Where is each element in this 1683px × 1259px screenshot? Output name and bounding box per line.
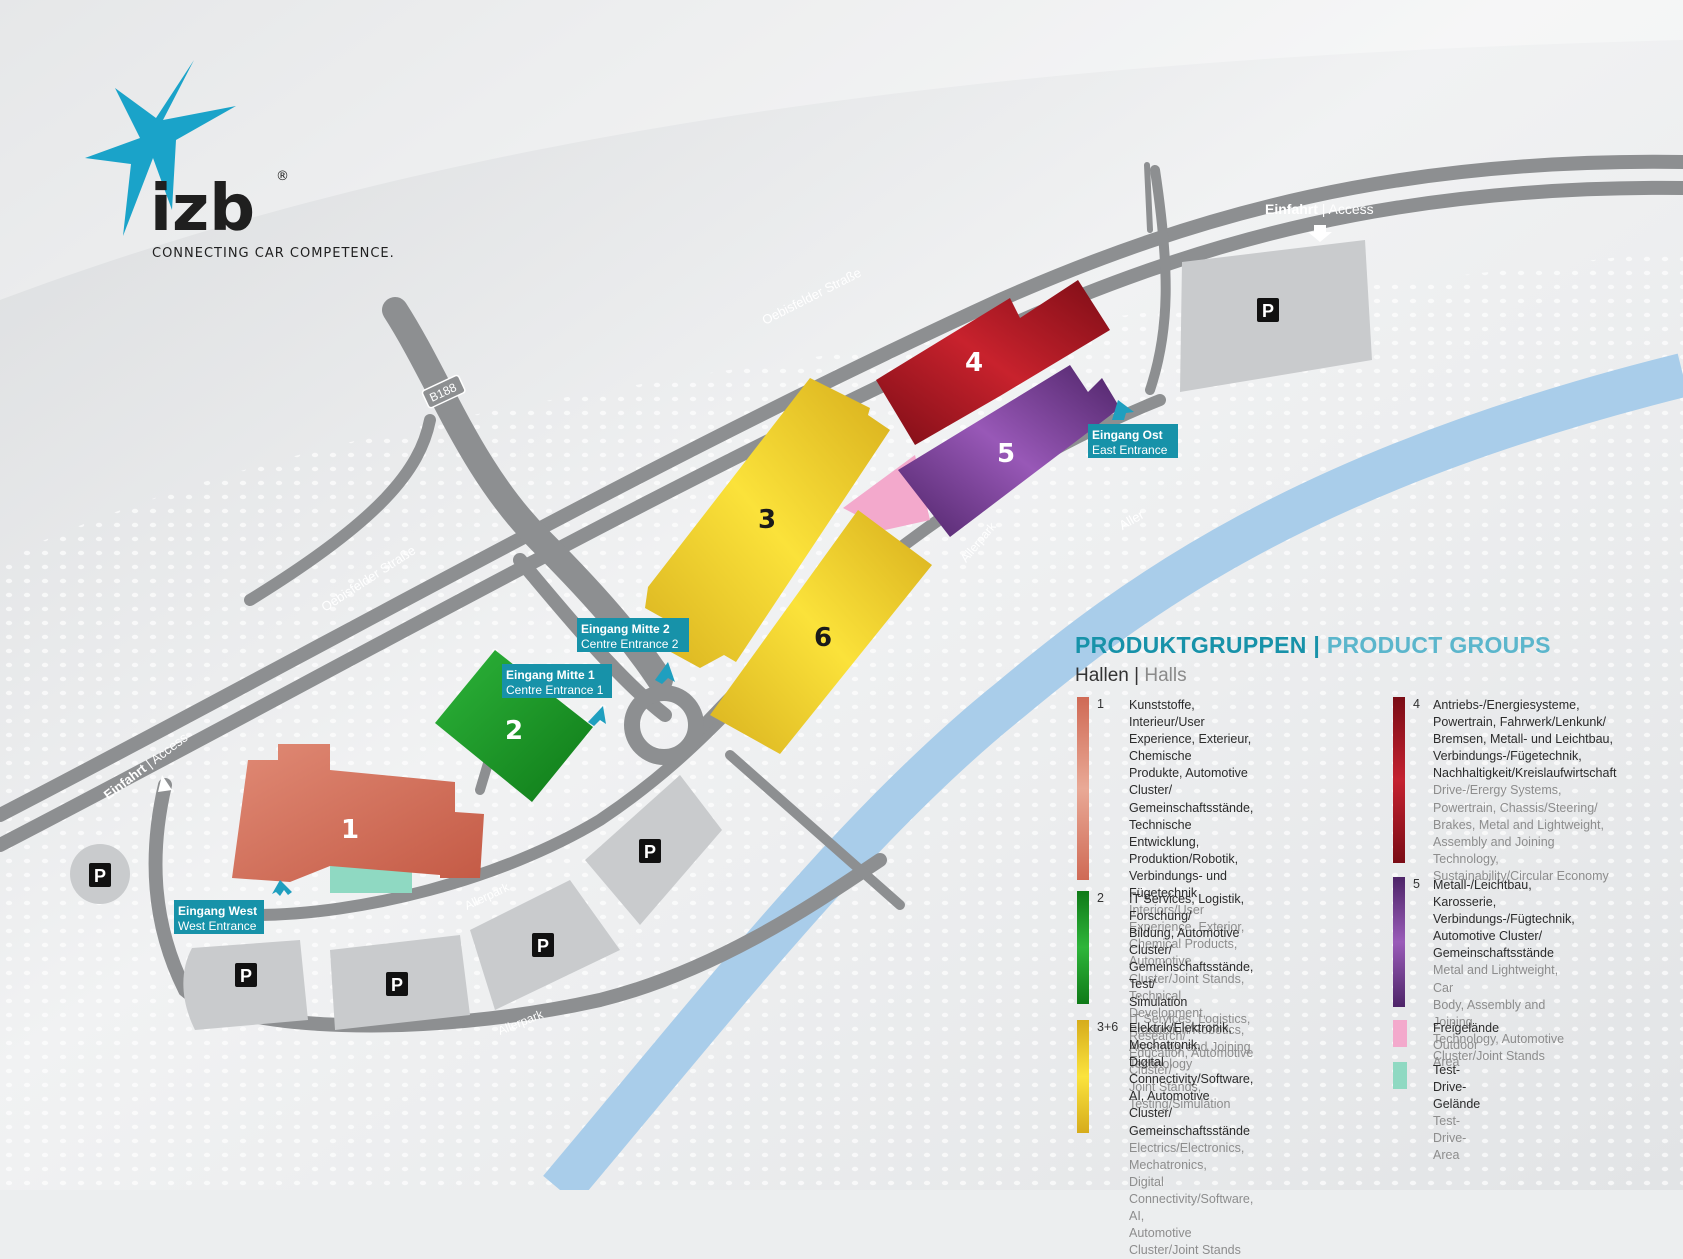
- svg-text:West Entrance: West Entrance: [178, 919, 257, 933]
- legend-text: Kunststoffe, Interieur/User Experience, …: [1129, 698, 1254, 1071]
- hall-4: [876, 280, 1110, 445]
- entrance-east: Eingang Ost East Entrance: [1088, 424, 1178, 458]
- logo-registered: ®: [276, 169, 289, 184]
- hall-5: [898, 365, 1120, 537]
- hall-1-number: 1: [341, 815, 359, 845]
- legend-hall-number: 5: [1413, 877, 1420, 891]
- legend-text: Test-Drive-Gelände Test-Drive-Area: [1433, 1063, 1481, 1163]
- legend-text: Elektrik/Elektronik, Mechatronik, Digita…: [1129, 1021, 1254, 1258]
- legend-text: Metall-/Leichtbau, Karosserie, Verbindun…: [1433, 878, 1575, 1063]
- svg-text:Eingang West: Eingang West: [178, 904, 257, 918]
- svg-text:East Entrance: East Entrance: [1092, 443, 1168, 457]
- legend-swatch: [1077, 697, 1089, 880]
- parking-icon: P: [1257, 298, 1279, 322]
- legend-swatch: [1077, 891, 1089, 1004]
- star-logo-mark: [85, 60, 236, 236]
- legend-hall-number: 2: [1097, 891, 1104, 905]
- site-map: Aller Oebisfelder Straße Oebisfelder Str…: [0, 0, 1683, 1190]
- river-aller: [543, 353, 1683, 1190]
- product-groups-legend: PRODUKTGRUPPEN | PRODUCT GROUPS Hallen |…: [1075, 632, 1675, 1257]
- hall-2-number: 2: [505, 716, 523, 746]
- legend-text: Freigelände Outdoor Area: [1433, 1021, 1500, 1070]
- legend-hall-number: 1: [1097, 697, 1104, 711]
- svg-text:P: P: [644, 842, 656, 862]
- parking-icon: P: [386, 972, 408, 996]
- hall-2: [435, 650, 593, 802]
- hall-6: [710, 510, 932, 754]
- legend-subtitle: Hallen | Halls: [1075, 665, 1187, 686]
- access-right-arrow: [1308, 225, 1332, 242]
- background-swoosh: [0, 0, 1683, 300]
- legend-swatch: [1077, 1020, 1089, 1133]
- hall-6-number: 6: [814, 623, 832, 653]
- legend-hall-number: 3+6: [1097, 1020, 1119, 1034]
- svg-text:Centre Entrance 2: Centre Entrance 2: [581, 637, 679, 651]
- legend-swatch: [1393, 697, 1405, 863]
- entrance-arrows: [272, 400, 1134, 896]
- roundabout: [624, 685, 704, 765]
- hall-5-number: 5: [997, 439, 1015, 469]
- entrance-centre-2: Eingang Mitte 2 Centre Entrance 2: [577, 618, 689, 652]
- hall-4-number: 4: [965, 348, 983, 378]
- legend-swatch: [1393, 1020, 1407, 1047]
- legend-swatch: [1393, 877, 1405, 1007]
- svg-text:Centre Entrance 1: Centre Entrance 1: [506, 683, 604, 697]
- svg-text:Eingang Mitte 2: Eingang Mitte 2: [581, 622, 670, 636]
- svg-text:P: P: [1262, 301, 1274, 321]
- hall-3-number: 3: [758, 505, 776, 535]
- legend-swatch: [1393, 1062, 1407, 1089]
- svg-text:P: P: [537, 936, 549, 956]
- legend-title: PRODUKTGRUPPEN | PRODUCT GROUPS: [1075, 632, 1551, 658]
- entrance-centre-1: Eingang Mitte 1 Centre Entrance 1: [502, 664, 612, 698]
- hall-3: [645, 378, 890, 668]
- parking-icon: P: [639, 839, 661, 863]
- hall-1: [232, 744, 484, 882]
- izb-logo: izb ® CONNECTING CAR COMPETENCE.: [85, 60, 395, 261]
- svg-text:P: P: [94, 866, 106, 886]
- parking-icon: P: [89, 863, 111, 887]
- svg-text:P: P: [391, 975, 403, 995]
- legend-text: Antriebs-/Energiesysteme, Powertrain, Fa…: [1433, 698, 1617, 883]
- access-left-arrow: [158, 775, 172, 792]
- legend-hall-number: 4: [1413, 697, 1420, 711]
- access-right: Einfahrt | Access: [1265, 201, 1374, 217]
- parking-icon: P: [235, 963, 257, 987]
- svg-text:Eingang Mitte 1: Eingang Mitte 1: [506, 668, 595, 682]
- hall-numbers: 1 2 3 4 5 6: [341, 348, 1015, 845]
- svg-text:P: P: [240, 966, 252, 986]
- legend-text: IT Services, Logistik, Forschung/ Bildun…: [1129, 892, 1254, 1112]
- parking-icon: P: [532, 933, 554, 957]
- logo-tagline: CONNECTING CAR COMPETENCE.: [152, 246, 395, 261]
- entrance-west: Eingang West West Entrance: [174, 900, 264, 934]
- logo-wordmark: izb: [150, 172, 255, 246]
- parking-icons: P P P P P P: [89, 298, 1279, 996]
- svg-text:Eingang Ost: Eingang Ost: [1092, 428, 1163, 442]
- svg-text:Einfahrt | Access: Einfahrt | Access: [1265, 201, 1374, 217]
